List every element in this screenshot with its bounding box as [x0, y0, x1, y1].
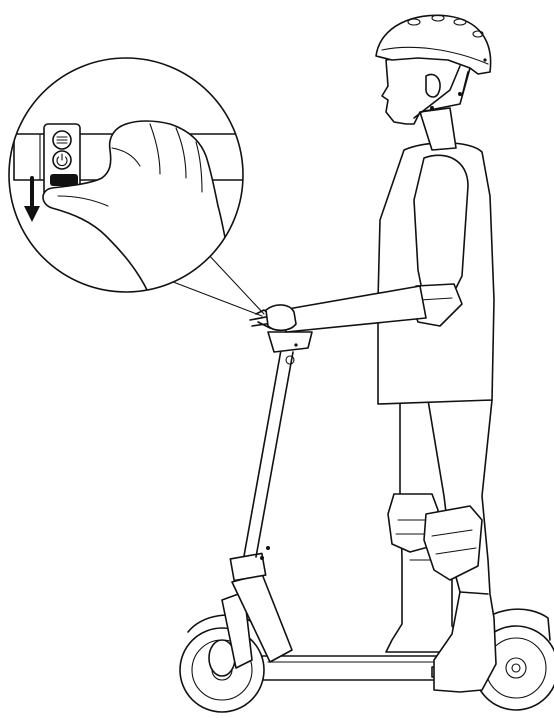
- zoom-brake-lever: [50, 174, 78, 186]
- rider: [266, 15, 496, 692]
- power-button-icon: [53, 151, 71, 169]
- menu-button-icon: [53, 131, 71, 149]
- front-wheel: [180, 628, 264, 712]
- hand: [266, 305, 296, 330]
- upper-arm: [414, 155, 468, 300]
- stem: [244, 350, 293, 557]
- ear: [426, 74, 440, 97]
- stem-head: [268, 332, 312, 352]
- scooter: [180, 310, 554, 712]
- zoom-callout: [9, 58, 264, 316]
